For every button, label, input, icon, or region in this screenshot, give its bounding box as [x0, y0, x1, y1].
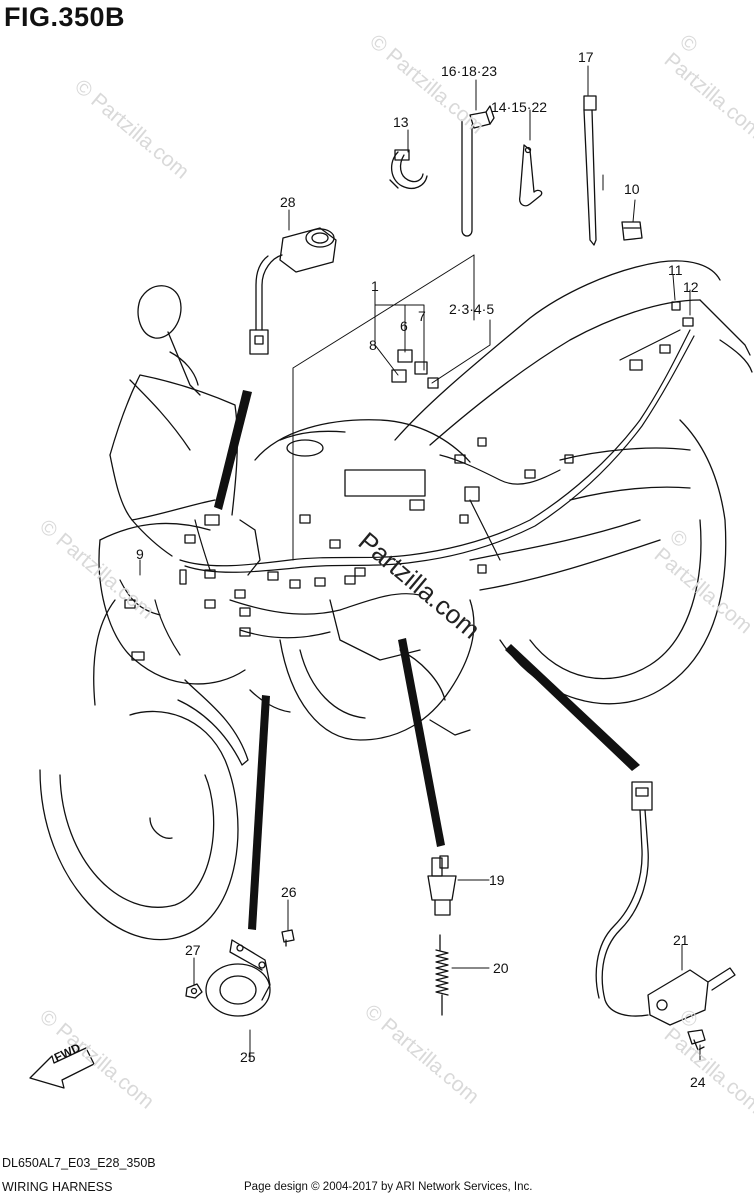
part-25-horn — [205, 939, 271, 1017]
callout-6[interactable]: 6 — [400, 318, 408, 334]
callout-13[interactable]: 13 — [393, 114, 409, 130]
callout-10[interactable]: 10 — [624, 181, 640, 197]
part-20-spring — [435, 934, 449, 1016]
parts-relays — [391, 349, 439, 389]
callout-27[interactable]: 27 — [185, 942, 201, 958]
callout-16-18-23[interactable]: 16·18·23 — [441, 63, 498, 79]
part-28-socket — [249, 227, 337, 355]
pointer-28 — [214, 390, 252, 510]
callout-19[interactable]: 19 — [489, 872, 505, 888]
harness-connectors — [124, 301, 694, 661]
fairing — [98, 539, 246, 685]
callout-24[interactable]: 24 — [690, 1074, 706, 1090]
fuel-tank — [254, 419, 471, 463]
callout-1[interactable]: 1 — [371, 278, 379, 294]
callout-25[interactable]: 25 — [240, 1049, 256, 1065]
part-26-screw — [281, 929, 295, 947]
callout-8[interactable]: 8 — [369, 337, 377, 353]
part-14-15-22-strap — [519, 144, 543, 207]
main-harness — [119, 329, 695, 656]
pointer-25 — [248, 695, 270, 930]
copyright-notice: Page design © 2004-2017 by ARI Network S… — [244, 1181, 533, 1193]
callout-12[interactable]: 12 — [683, 279, 699, 295]
section-name: WIRING HARNESS — [2, 1180, 113, 1194]
model-code: DL650AL7_E03_E28_350B — [2, 1156, 156, 1170]
fwd-arrow — [29, 1047, 95, 1089]
callout-9[interactable]: 9 — [136, 546, 144, 562]
front-wheel — [39, 710, 239, 941]
motorcycle-outline — [39, 260, 753, 941]
callout-17[interactable]: 17 — [578, 49, 594, 65]
callout-7[interactable]: 7 — [418, 308, 426, 324]
part-21-sensor — [595, 781, 736, 1026]
rear-wheel — [499, 419, 727, 705]
part-13-clamp — [389, 149, 428, 190]
part-19-switch — [427, 855, 457, 916]
callout-11[interactable]: 11 — [668, 262, 683, 278]
part-10-grommet — [621, 221, 643, 241]
part-16-18-23-band — [461, 105, 495, 237]
part-24-bolt — [687, 1029, 706, 1051]
part-17-cable-tie — [583, 95, 597, 246]
seat — [394, 260, 721, 441]
engine — [279, 599, 475, 741]
callout-21[interactable]: 21 — [673, 932, 689, 948]
pointer-19 — [398, 638, 445, 847]
part-27-nut — [185, 983, 203, 999]
figure-title: FIG.350B — [4, 2, 126, 32]
callout-20[interactable]: 20 — [493, 960, 509, 976]
pointer-arrows — [214, 390, 640, 930]
callout-26[interactable]: 26 — [281, 884, 297, 900]
callout-28[interactable]: 28 — [280, 194, 296, 210]
leader-lines — [139, 65, 701, 1061]
callout-2-3-4-5[interactable]: 2·3·4·5 — [449, 301, 495, 317]
mirror — [137, 285, 182, 339]
callout-14-15-22[interactable]: 14·15·22 — [491, 99, 548, 115]
pointer-21 — [505, 644, 640, 771]
